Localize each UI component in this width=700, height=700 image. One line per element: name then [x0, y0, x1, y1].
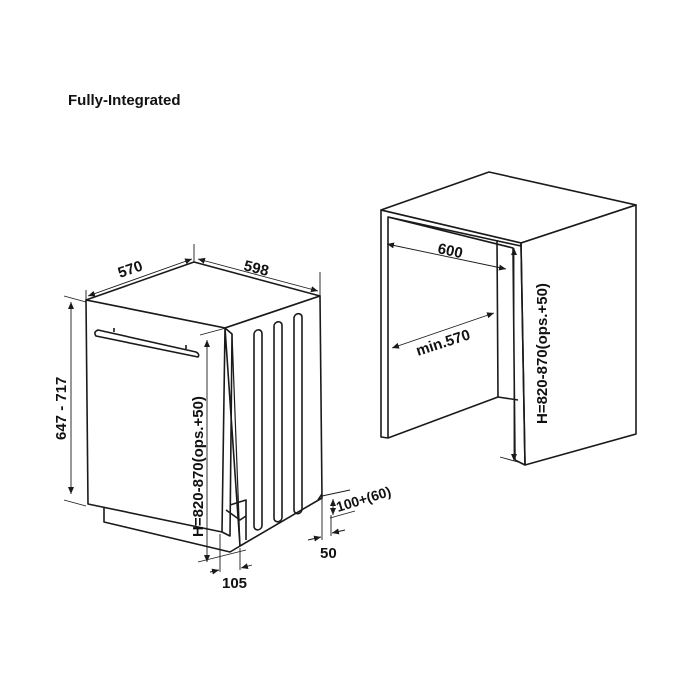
cabinet-depth-dimension: min.570	[414, 326, 472, 359]
cabinet-drawing	[380, 171, 637, 466]
foot-dimension: 50	[320, 545, 337, 562]
door-height-dimension: 647 - 717	[53, 377, 70, 440]
dishwasher-drawing	[85, 261, 323, 553]
cabinet-height-dimension: H=820-870(ops.+50)	[534, 283, 551, 424]
width-dimension: 598	[242, 257, 270, 280]
plinth-dimension: 100+(60)	[334, 483, 393, 515]
cabinet-width-dimension: 600	[436, 240, 464, 262]
toe-dimension: 105	[222, 575, 247, 592]
depth-dimension: 570	[116, 258, 145, 282]
appliance-height-dimension: H=820-870(ops.+50)	[190, 396, 207, 537]
diagram-title: Fully-Integrated	[68, 92, 181, 109]
